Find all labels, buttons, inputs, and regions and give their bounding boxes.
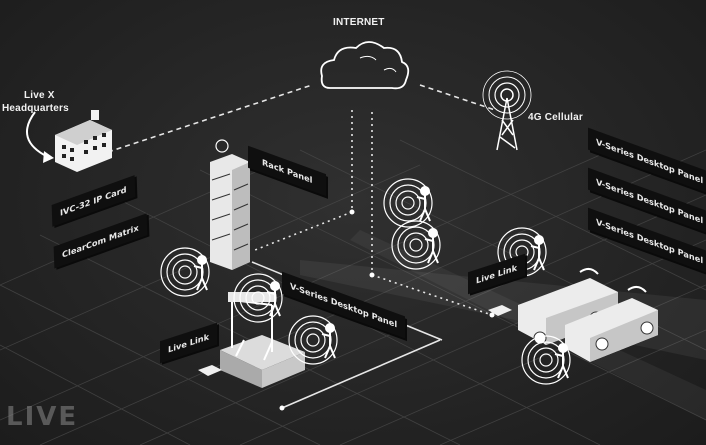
hq-label: Live X — [24, 90, 55, 101]
satellite-dish-icon — [627, 286, 647, 293]
person-figures — [193, 186, 569, 379]
rack-icon — [210, 139, 250, 270]
livelink-device-icon — [198, 365, 222, 376]
hq-label-line1: Live X — [24, 90, 55, 101]
arrow-icon — [26, 111, 49, 158]
stage-icon — [220, 292, 305, 388]
wireless-user-icon — [391, 220, 441, 270]
cellular-label: 4G Cellular — [528, 112, 583, 123]
livelink-device-icon — [488, 305, 512, 316]
hq-internet-link — [107, 84, 313, 153]
brand-watermark: LIVE — [6, 402, 79, 432]
cellular-tower-icon — [482, 70, 532, 151]
broadcast-truck-icon — [565, 268, 658, 362]
headquarters-building-icon — [55, 110, 112, 172]
cloud-icon — [320, 41, 410, 90]
junction-dots — [279, 209, 495, 411]
arrowhead-icon — [43, 151, 54, 163]
hq-label-line2: Headquarters — [2, 103, 69, 114]
stage-line — [281, 339, 441, 409]
cellular-internet-link — [419, 84, 496, 111]
internet-label: INTERNET — [333, 17, 385, 28]
satellite-dish-icon — [579, 268, 599, 275]
